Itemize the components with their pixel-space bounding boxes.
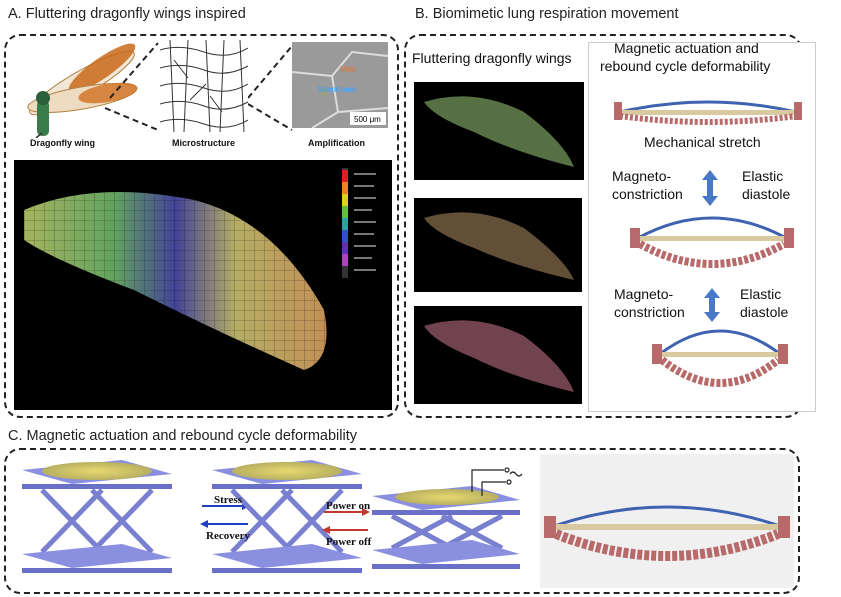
deform-title-line2: rebound cycle deformability xyxy=(600,58,771,74)
panel-c-frame xyxy=(4,448,800,594)
microstructure-image xyxy=(160,40,248,132)
elastic-label-1: Elastic xyxy=(742,168,784,184)
diastole-label-2: diastole xyxy=(740,304,789,320)
constriction-label-1: constriction xyxy=(612,186,683,202)
film-constrict-1 xyxy=(630,216,794,268)
film-constrict-2 xyxy=(652,329,788,387)
power-off-label: Power off xyxy=(326,536,372,548)
panel-a-frame xyxy=(4,34,399,418)
magneto-label-2: Magneto- xyxy=(614,286,674,302)
dragonfly-image xyxy=(27,43,138,138)
double-arrow-icon xyxy=(702,170,718,206)
power-on-label: Power on xyxy=(326,500,371,512)
wing-deformation-plot xyxy=(14,160,392,410)
zoom-connectors xyxy=(104,42,293,131)
microstructure-label: Microstructure xyxy=(172,138,236,148)
elastic-label-2: Elastic xyxy=(740,286,782,302)
magneto-label-1: Magneto- xyxy=(612,168,672,184)
membrane-text: Membrane xyxy=(318,85,357,94)
scale-text: 500 μm xyxy=(354,115,381,124)
panel-c-title: C. Magnetic actuation and rebound cycle … xyxy=(8,428,357,444)
wing-frame-3 xyxy=(414,306,582,404)
wing-frame-1 xyxy=(414,82,584,180)
amplification-label: Amplification xyxy=(308,138,366,148)
scissor-structure-image xyxy=(22,460,523,573)
wing-frame-2 xyxy=(414,198,582,292)
amplification-image: Vein Membrane 500 μm xyxy=(292,42,388,128)
mechanical-stretch-label: Mechanical stretch xyxy=(644,134,761,150)
stress-label: Stress xyxy=(214,494,242,506)
film-stretch xyxy=(614,100,802,125)
panel-b-title: B. Biomimetic lung respiration movement xyxy=(415,6,679,22)
dragonfly-wing-label: Dragonfly wing xyxy=(30,138,95,148)
diastole-label-1: diastole xyxy=(742,186,791,202)
double-arrow-icon xyxy=(704,288,720,322)
film-animation-frame xyxy=(540,454,794,588)
recovery-label: Recovery xyxy=(206,530,250,542)
fluttering-wings-label: Fluttering dragonfly wings xyxy=(412,50,572,66)
vein-text: Vein xyxy=(340,65,356,74)
panel-a-title: A. Fluttering dragonfly wings inspired xyxy=(8,6,246,22)
deform-title-line1: Magnetic actuation and xyxy=(614,40,759,56)
constriction-label-2: constriction xyxy=(614,304,685,320)
